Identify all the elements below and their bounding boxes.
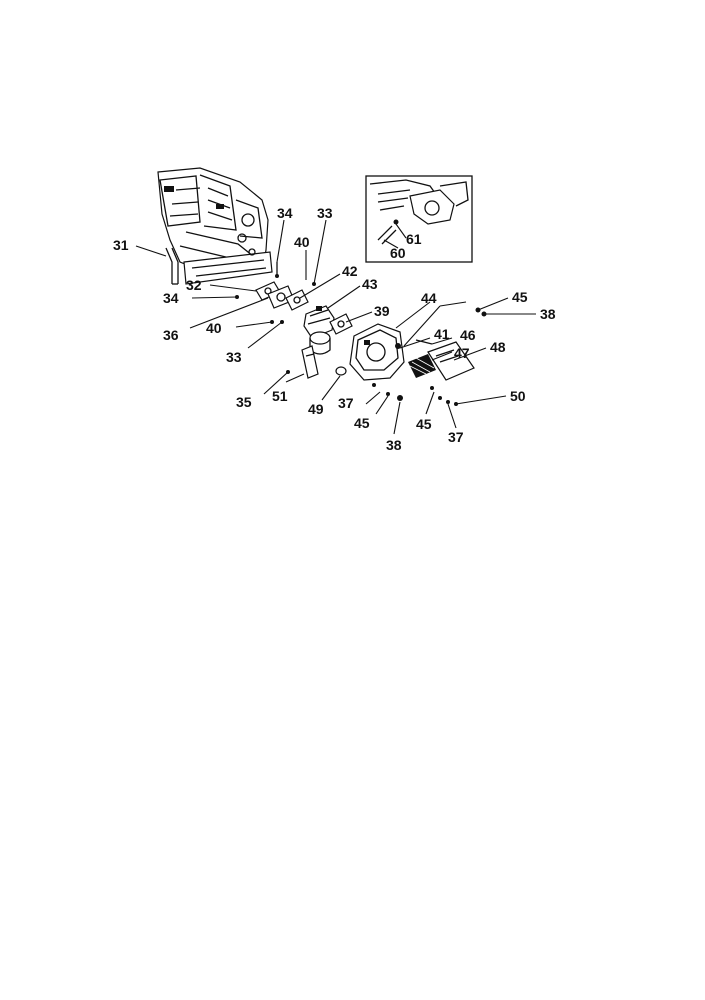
engine-assembly [157,167,273,285]
callout-35: 35 [236,394,252,410]
callout-45-top: 45 [512,289,528,305]
callout-36: 36 [163,327,179,343]
callout-42: 42 [342,263,358,279]
callout-41: 41 [434,326,450,342]
callout-45-right: 45 [416,416,432,432]
carburetor-43 [303,305,335,355]
air-cleaner-base-44 [349,323,405,381]
callout-33-top: 33 [317,205,333,221]
callout-32: 32 [186,277,202,293]
callout-34: 34 [163,290,179,306]
callout-37-right: 37 [448,429,464,445]
leader-lines [135,219,536,435]
filter-element-47 [408,354,436,378]
callout-34-top: 34 [277,205,293,221]
gasket-39 [329,313,353,335]
callout-38-top: 38 [540,306,556,322]
callout-51: 51 [272,388,288,404]
inset-detail [365,175,473,263]
fitting-49 [335,366,347,376]
air-cleaner-cover-48 [427,341,475,381]
callout-43: 43 [362,276,378,292]
callout-33: 33 [226,349,242,365]
callout-48: 48 [490,339,506,355]
callout-labels: 31 32 33 34 40 42 43 34 36 40 33 39 44 4… [113,205,556,453]
callout-61: 61 [406,231,422,247]
callout-44: 44 [421,290,437,306]
callout-39: 39 [374,303,390,319]
callout-31: 31 [113,237,129,253]
callout-37: 37 [338,395,354,411]
callout-45: 45 [354,415,370,431]
callout-47: 47 [454,345,470,361]
gasket-42 [285,289,309,311]
callout-40: 40 [206,320,222,336]
adapter-36 [267,285,295,309]
callout-60: 60 [390,245,406,261]
callout-38: 38 [386,437,402,453]
bracket-51 [301,345,319,379]
callout-49: 49 [308,401,324,417]
callout-40-top: 40 [294,234,310,250]
callout-46: 46 [460,327,476,343]
callout-50: 50 [510,388,526,404]
